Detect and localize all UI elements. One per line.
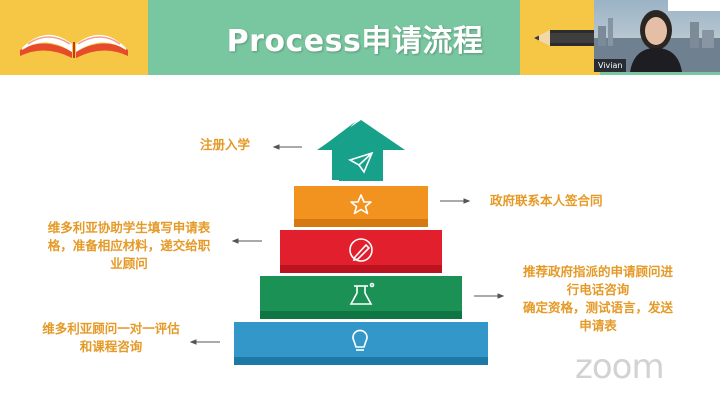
flask-icon	[349, 282, 375, 305]
page-title: Process申请流程	[226, 24, 484, 59]
open-book-icon	[20, 34, 128, 58]
step-label-5: 维多利亚顾问一对一评估 和课程咨询	[42, 321, 180, 354]
star-icon	[350, 194, 372, 215]
participant-name: Vivian	[594, 59, 627, 72]
zoom-watermark: zoom	[575, 347, 665, 387]
college-logo	[668, 0, 720, 11]
book-panel	[0, 0, 148, 75]
lightbulb-icon	[352, 329, 368, 351]
video-background	[594, 10, 720, 72]
arrow-head	[317, 120, 405, 150]
step-label-3: 维多利亚协助学生填写申请表 格，准备相应材料，递交给职 业顾问	[47, 220, 211, 271]
step-label-4: 推荐政府指派的申请顾问进 行电话咨询 确定资格，测试语言，发送 申请表	[522, 264, 673, 333]
pencil-panel	[520, 0, 602, 75]
pencil-step-icon	[349, 238, 373, 262]
arrow-shaft	[339, 150, 383, 181]
pencil-icon	[534, 30, 602, 46]
paper-plane-icon	[347, 151, 374, 174]
step-label-1: 注册入学	[200, 137, 251, 152]
participant-video: Vivian	[594, 0, 720, 72]
step-label-2: 政府联系本人签合同	[490, 193, 603, 208]
